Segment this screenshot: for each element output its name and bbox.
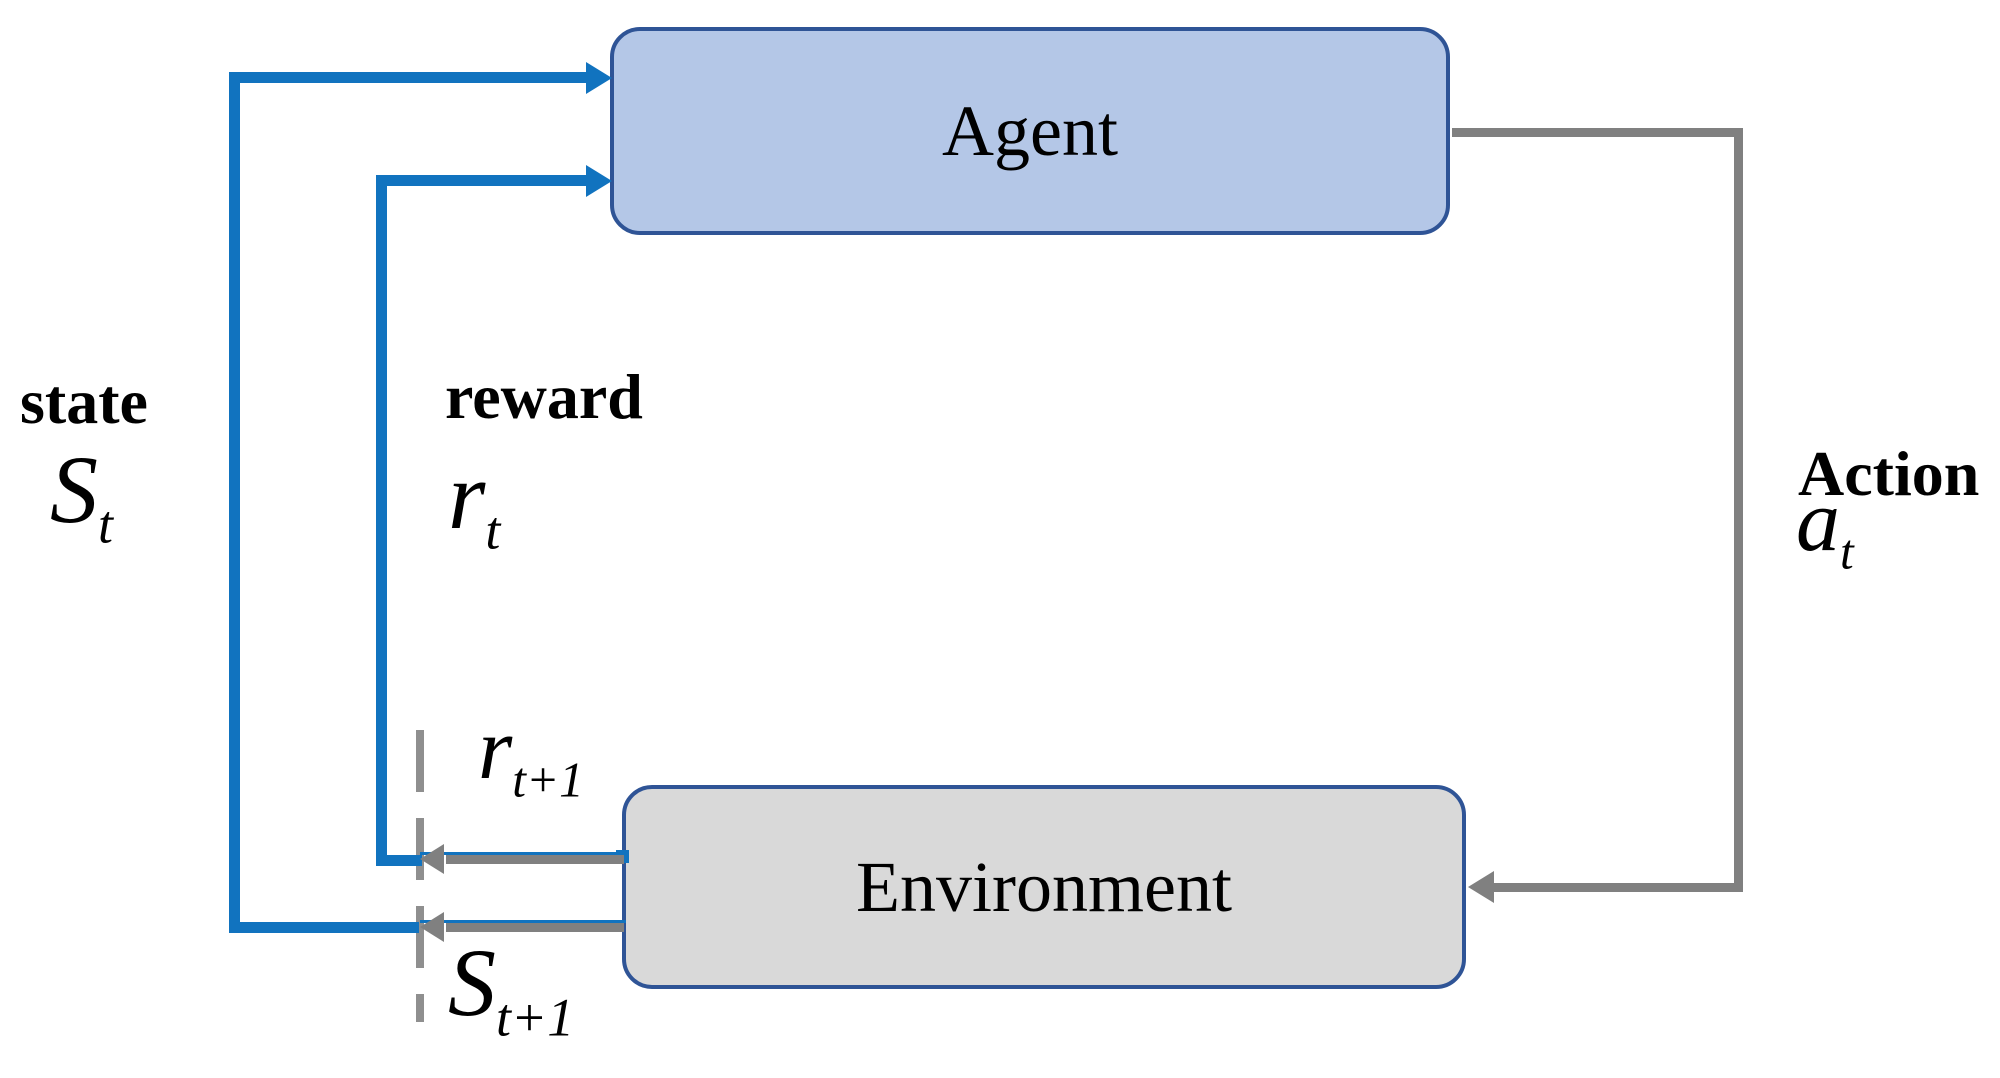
state-line-bottom	[229, 922, 419, 933]
reward-symbol-main: r	[448, 442, 486, 549]
action-line-bottom	[1494, 883, 1743, 892]
next-state-connector-line	[420, 920, 626, 923]
reward-line-vertical	[376, 175, 387, 866]
agent-label: Agent	[942, 90, 1118, 171]
reward-word-label: reward	[445, 361, 643, 432]
state-symbol: St	[50, 442, 113, 552]
state-symbol-main: S	[50, 436, 98, 543]
state-arrowhead-icon	[586, 62, 612, 94]
next-reward-connector-line	[420, 852, 626, 855]
reward-line-top	[376, 175, 589, 186]
next-reward-symbol-main: r	[478, 701, 513, 798]
next-reward-arrowhead-icon	[420, 844, 444, 874]
action-line-vertical	[1734, 128, 1743, 892]
reward-arrowhead-icon	[586, 165, 612, 197]
environment-box: Environment	[622, 785, 1466, 989]
next-reward-symbol: rt+1	[478, 706, 584, 805]
next-state-symbol-sub: t+1	[496, 987, 575, 1048]
action-symbol-sub: t	[1840, 524, 1854, 580]
reward-line-bottom	[376, 855, 422, 866]
state-line-vertical	[229, 72, 240, 933]
next-state-arrowhead-icon	[420, 912, 444, 942]
state-word-label: state	[20, 366, 148, 437]
state-line-top	[229, 72, 589, 83]
next-reward-symbol-sub: t+1	[512, 752, 584, 808]
reward-symbol: rt	[448, 448, 500, 558]
next-state-symbol-main: S	[448, 929, 496, 1036]
action-symbol: at	[1796, 478, 1854, 577]
agent-box: Agent	[610, 27, 1450, 235]
action-line-top	[1452, 128, 1743, 137]
next-reward-shaft	[446, 855, 624, 864]
state-symbol-sub: t	[98, 494, 113, 555]
action-arrowhead-icon	[1468, 871, 1494, 903]
environment-label: Environment	[856, 846, 1232, 927]
timestep-dashed-line	[416, 730, 424, 1022]
action-word-label: Action	[1798, 438, 1980, 509]
next-state-shaft	[446, 923, 624, 932]
next-state-symbol: St+1	[448, 935, 574, 1045]
action-symbol-main: a	[1796, 473, 1840, 570]
reward-symbol-sub: t	[485, 500, 501, 561]
